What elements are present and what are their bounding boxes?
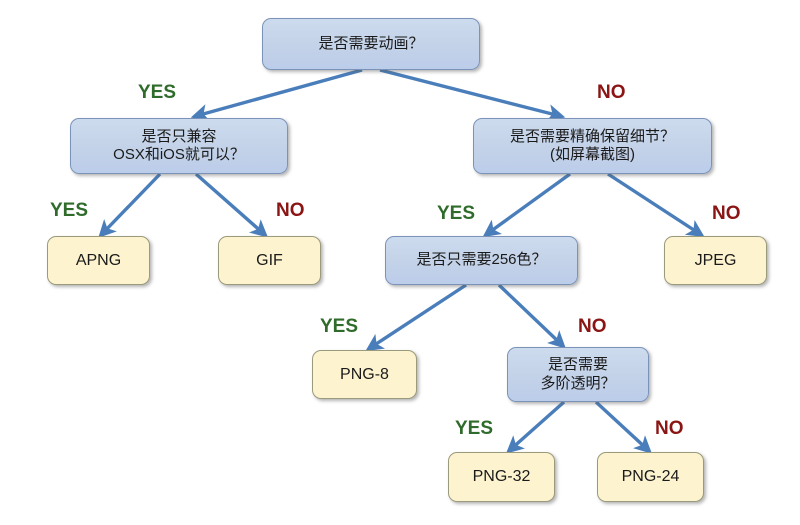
node-png8[interactable]: PNG-8 xyxy=(312,350,417,399)
node-anim[interactable]: 是否需要动画？ xyxy=(262,18,480,70)
edge-n_detail-to-n_jpeg xyxy=(607,172,705,237)
edge-n_256-to-n_transparent xyxy=(497,283,566,349)
node-label: 是否需要动画？ xyxy=(318,34,424,52)
edge-label-yes-e9: YES xyxy=(455,418,494,439)
node-label: JPEG xyxy=(694,251,737,269)
node-label: PNG-32 xyxy=(472,468,531,486)
edge-label-no-e8: NO xyxy=(578,316,607,337)
node-label: 是否需要精确保留细节？ (如屏幕截图) xyxy=(509,127,675,163)
node-label: 是否只兼容 OSX和iOS就可以？ xyxy=(113,127,245,163)
node-label: 是否需要 多阶透明？ xyxy=(540,356,616,392)
edge-n_transparent-to-n_png32 xyxy=(505,400,566,454)
node-png32[interactable]: PNG-32 xyxy=(448,452,555,502)
node-gif[interactable]: GIF xyxy=(218,236,321,285)
node-label: 是否只需要256色？ xyxy=(416,251,547,269)
node-label: GIF xyxy=(256,251,283,269)
edge-label-yes-e1: YES xyxy=(138,82,177,103)
edge-label-no-e10: NO xyxy=(655,418,684,439)
node-apng[interactable]: APNG xyxy=(47,236,150,285)
edge-n_256-to-n_png8 xyxy=(365,283,467,351)
edge-label-yes-e5: YES xyxy=(437,203,476,224)
edge-label-no-e2: NO xyxy=(597,82,626,103)
node-label: PNG-24 xyxy=(621,468,680,486)
node-label: PNG-8 xyxy=(340,365,389,383)
edge-n_anim-to-n_detail xyxy=(379,68,566,122)
edge-label-yes-e3: YES xyxy=(50,200,89,221)
node-256[interactable]: 是否只需要256色？ xyxy=(385,236,578,285)
edge-label-no-e6: NO xyxy=(712,203,741,224)
edge-n_anim-to-n_osx xyxy=(190,68,363,122)
node-transparent[interactable]: 是否需要 多阶透明？ xyxy=(507,347,649,402)
edge-n_detail-to-n_256 xyxy=(482,172,571,238)
node-detail[interactable]: 是否需要精确保留细节？ (如屏幕截图) xyxy=(473,118,712,174)
edge-label-yes-e7: YES xyxy=(320,316,359,337)
node-png24[interactable]: PNG-24 xyxy=(597,452,704,502)
edge-n_osx-to-n_gif xyxy=(194,172,269,238)
edge-n_osx-to-n_apng xyxy=(98,172,162,238)
node-jpeg[interactable]: JPEG xyxy=(664,236,767,285)
node-osx[interactable]: 是否只兼容 OSX和iOS就可以？ xyxy=(70,118,288,174)
edge-label-no-e4: NO xyxy=(276,200,305,221)
edge-n_transparent-to-n_png24 xyxy=(594,400,652,454)
node-label: APNG xyxy=(75,251,122,269)
